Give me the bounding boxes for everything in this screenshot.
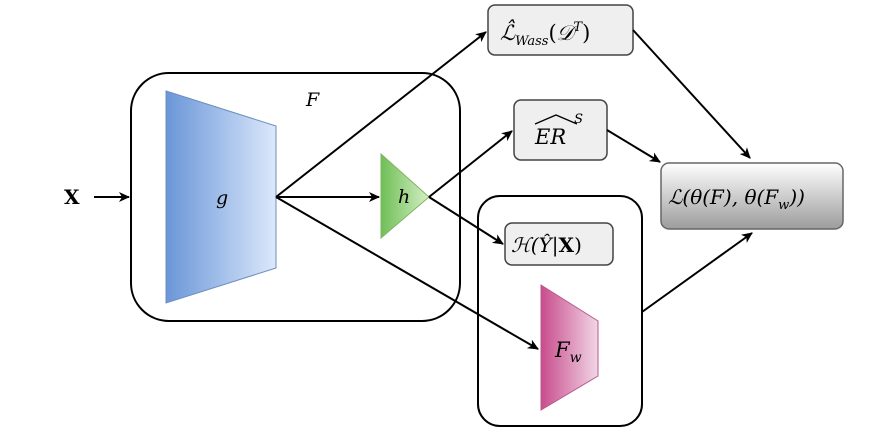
emp-risk-hat [534,114,578,125]
g-label: g [216,187,228,209]
fw-label: Fw [554,338,582,366]
fw-label-sub: w [570,350,582,366]
wass-loss-label: ℒ̂Wass(𝒟T) [500,19,590,49]
g-block [165,90,277,304]
container-F [130,72,461,322]
fw-block [540,284,599,411]
input-label: X [64,185,80,209]
arrow-g-to-wass [275,31,487,198]
h-block [380,152,430,240]
container-F-label: F [305,89,320,111]
arrow-fw-to-loss [641,232,753,313]
h-label: h [398,186,410,208]
total-loss-box [660,162,844,230]
arrow-g-to-fw [275,196,539,350]
total-loss-label: ℒ(θ(F), θ(Fw)) [668,185,805,213]
emp-risk-label: ERS [534,112,583,149]
arrow-h-to-emprisk [428,130,513,198]
arrow-emprisk-to-loss [606,129,661,163]
entropy-box [504,222,614,266]
entropy-label: ℋ(Ŷ|X) [511,233,582,258]
arrow-h-to-entropy [428,196,504,245]
arrow-wass-to-loss [632,29,751,159]
